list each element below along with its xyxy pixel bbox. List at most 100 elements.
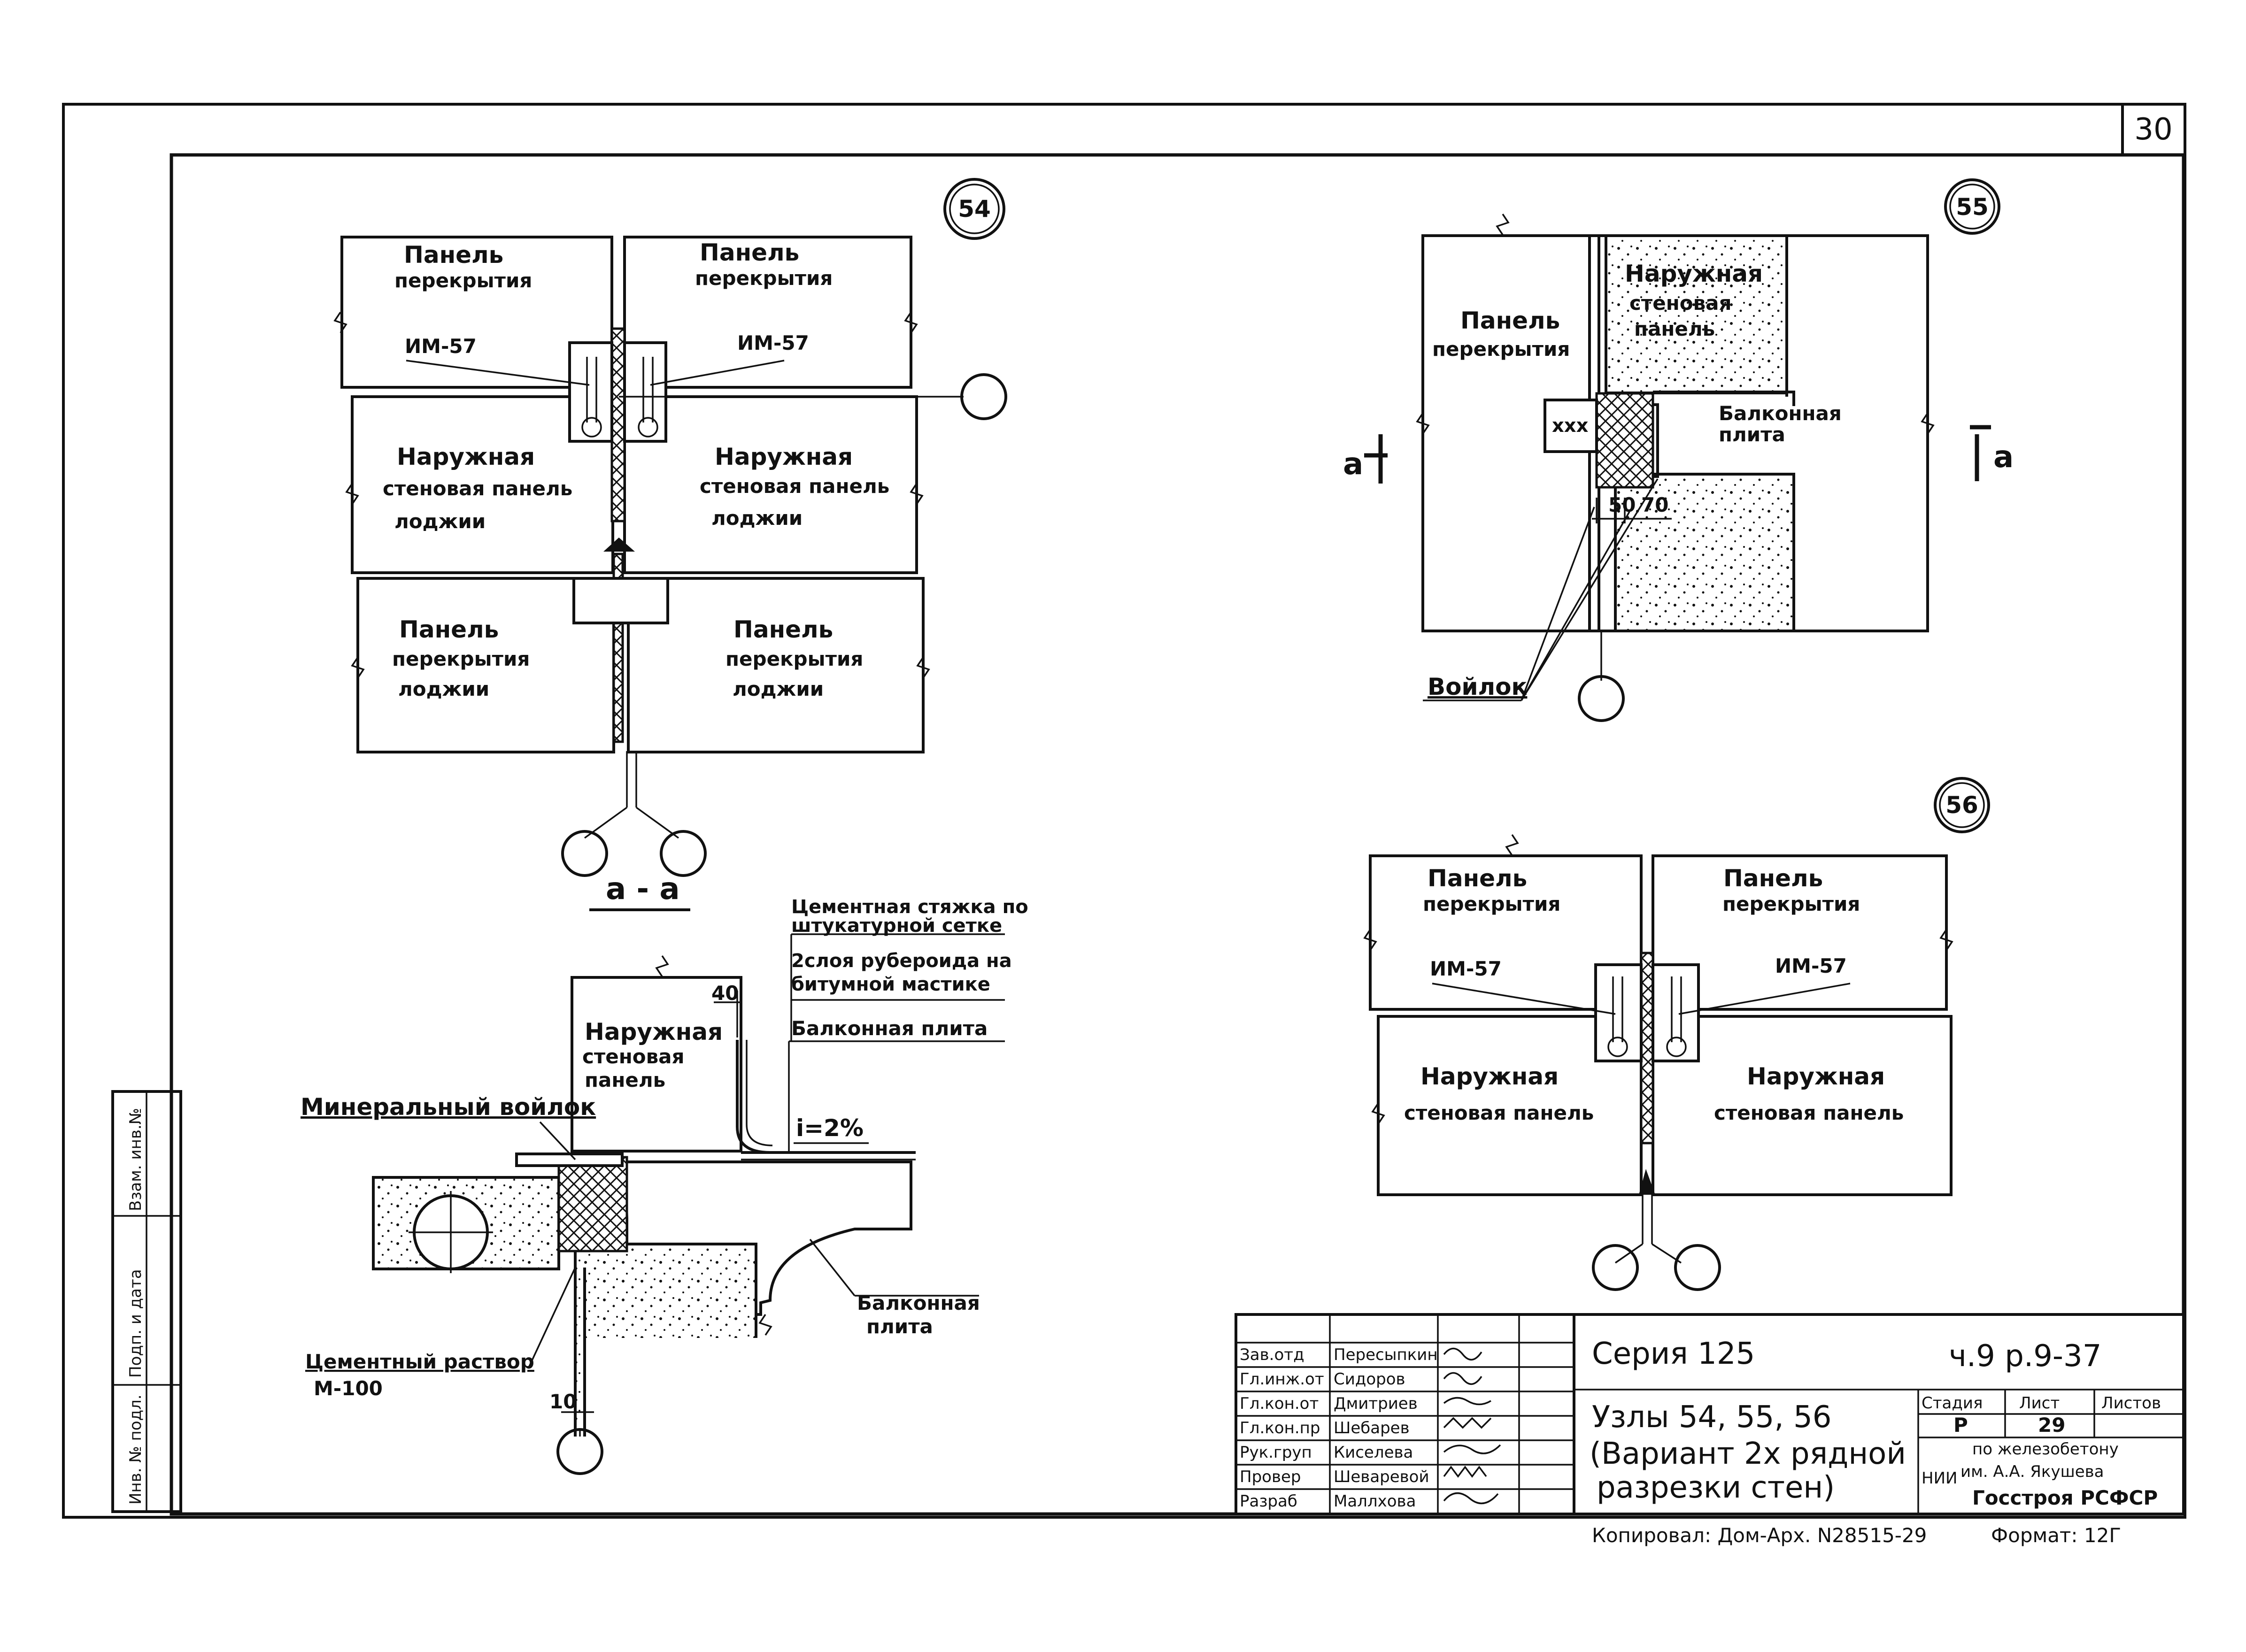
n56-slab-right-1: Панель bbox=[1723, 865, 1823, 892]
tb-name-2: Дмитриев bbox=[1334, 1394, 1418, 1413]
footer-format: Формат: 12Г bbox=[1991, 1524, 2121, 1547]
tb-org-1: по железобетону bbox=[1972, 1440, 2119, 1459]
section-mineral-felt: Минеральный войлок bbox=[301, 1093, 596, 1121]
tb-sheet-header: Лист bbox=[2019, 1394, 2060, 1413]
n54-anchor-right: ИМ-57 bbox=[737, 331, 809, 354]
section-roofing-1: 2слоя рубероида на bbox=[791, 950, 1012, 972]
node-56-number: 56 bbox=[1945, 791, 1978, 819]
section-a-a: а - а 40 i=2% Балконная плита bbox=[301, 872, 1028, 1475]
n54-wall-right-2: стеновая панель bbox=[700, 475, 889, 498]
n54-wall-right-1: Наружная bbox=[715, 443, 853, 470]
section-screed-2: штукатурной сетке bbox=[791, 915, 1002, 937]
side-stamp-inv: Инв. № подл. bbox=[126, 1394, 145, 1505]
n55-slab-2: перекрытия bbox=[1432, 338, 1570, 361]
tb-name-6: Маллхова bbox=[1334, 1492, 1416, 1511]
tb-sheets-header: Листов bbox=[2101, 1394, 2161, 1413]
tb-role-0: Зав.отд bbox=[1240, 1345, 1304, 1364]
n54-slab-left-2: перекрытия bbox=[394, 269, 532, 292]
n55-felt: Войлок bbox=[1428, 673, 1527, 700]
n56-slab-right-2: перекрытия bbox=[1722, 892, 1860, 915]
n56-wall-right-1: Наружная bbox=[1747, 1063, 1885, 1090]
n55-slab-1: Панель bbox=[1460, 307, 1560, 334]
footer-copied: Копировал: Дом-Арх. N28515-29 bbox=[1592, 1524, 1927, 1547]
section-slab-top: Балконная плита bbox=[791, 1017, 988, 1040]
tb-stage-header: Стадия bbox=[1922, 1394, 1983, 1413]
n55-dim-70: 70 bbox=[1641, 493, 1668, 516]
tb-role-3: Гл.кон.пр bbox=[1240, 1419, 1320, 1437]
n56-wall-left-2: стеновая панель bbox=[1404, 1101, 1594, 1124]
section-screed-1: Цементная стяжка по bbox=[791, 896, 1028, 918]
n54-floor-left-2: перекрытия bbox=[392, 647, 530, 670]
side-stamp-date: Подп. и дата bbox=[126, 1269, 145, 1378]
tb-name-4: Киселева bbox=[1334, 1443, 1413, 1462]
n55-section-right: а bbox=[1993, 440, 2014, 475]
n54-wall-left-2: стеновая панель bbox=[383, 477, 572, 500]
n54-slab-right-2: перекрытия bbox=[695, 267, 833, 290]
sheet-number: 30 bbox=[2134, 112, 2172, 147]
sheet-frame bbox=[62, 103, 2186, 1519]
n55-anchor-glyph: xxx bbox=[1552, 415, 1589, 437]
tb-role-5: Провер bbox=[1240, 1468, 1301, 1486]
n54-floor-left-3: лоджии bbox=[398, 677, 489, 700]
tb-title-2: (Вариант 2х рядной bbox=[1590, 1437, 1906, 1471]
n55-dim-50: 50 bbox=[1608, 493, 1636, 516]
n56-wall-left-1: Наружная bbox=[1420, 1063, 1559, 1090]
n54-wall-right-3: лоджии bbox=[711, 507, 803, 530]
section-mortar-2: М-100 bbox=[314, 1377, 383, 1400]
n54-wall-left-3: лоджии bbox=[394, 510, 486, 533]
section-wall-2: стеновая bbox=[582, 1045, 685, 1068]
n54-floor-right-3: лоджии bbox=[733, 677, 824, 700]
section-dim-10: 10 bbox=[549, 1390, 577, 1413]
section-roofing-2: битумной мастике bbox=[791, 974, 990, 995]
tb-name-5: Шеваревой bbox=[1334, 1468, 1429, 1486]
tb-org-prefix: НИИ bbox=[1922, 1469, 1957, 1488]
n54-floor-left-1: Панель bbox=[399, 616, 499, 643]
tb-sheet: 29 bbox=[2038, 1414, 2065, 1437]
tb-role-6: Разраб bbox=[1240, 1492, 1297, 1511]
tb-name-3: Шебарев bbox=[1334, 1419, 1410, 1437]
section-balcony-1: Балконная bbox=[857, 1291, 980, 1314]
section-mortar-1: Цементный раствор bbox=[305, 1350, 534, 1373]
section-wall-1: Наружная bbox=[585, 1018, 723, 1045]
tb-name-1: Сидоров bbox=[1334, 1370, 1405, 1389]
tb-title-3: разрезки стен) bbox=[1597, 1470, 1835, 1505]
n56-slab-left-2: перекрытия bbox=[1423, 892, 1560, 915]
tb-name-0: Пересыпкин bbox=[1334, 1345, 1438, 1364]
n56-anchor-left: ИМ-57 bbox=[1430, 957, 1502, 980]
node-56: 56 Панель перекрытия Панель перекрытия И… bbox=[1363, 777, 1990, 1291]
n56-anchor-right: ИМ-57 bbox=[1775, 954, 1847, 977]
n56-wall-right-2: стеновая панель bbox=[1714, 1101, 1904, 1124]
tb-role-1: Гл.инж.от bbox=[1240, 1370, 1324, 1389]
n54-slab-right-1: Панель bbox=[700, 239, 799, 266]
section-dim-40: 40 bbox=[711, 982, 739, 1005]
tb-role-4: Рук.груп bbox=[1240, 1443, 1312, 1462]
node-55-number: 55 bbox=[1956, 193, 1989, 221]
n54-wall-left-1: Наружная bbox=[397, 443, 535, 470]
tb-part: ч.9 р.9-37 bbox=[1949, 1339, 2101, 1374]
n55-wall-2: стеновая bbox=[1629, 292, 1732, 315]
n54-floor-right-1: Панель bbox=[733, 616, 833, 643]
n55-wall-1: Наружная bbox=[1625, 260, 1763, 287]
signatures bbox=[1443, 1347, 1501, 1505]
tb-series: Серия 125 bbox=[1592, 1337, 1755, 1371]
tb-role-2: Гл.кон.от bbox=[1240, 1394, 1319, 1413]
node-54: 54 Панель bbox=[333, 178, 1007, 877]
node-54-number: 54 bbox=[958, 195, 991, 223]
n54-slab-left-1: Панель bbox=[404, 241, 503, 269]
n56-slab-left-1: Панель bbox=[1428, 865, 1527, 892]
side-stamp: Инв. № подл. Подп. и дата Взам. инв.№ bbox=[111, 1090, 182, 1513]
n55-balcony-1: Балконная bbox=[1719, 402, 1842, 425]
section-wall-3: панель bbox=[585, 1068, 665, 1091]
n55-balcony-2: плита bbox=[1719, 423, 1785, 446]
section-slope: i=2% bbox=[796, 1114, 864, 1142]
section-balcony-2: плита bbox=[866, 1315, 933, 1338]
tb-org-2: им. А.А. Якушева bbox=[1960, 1462, 2104, 1481]
node-55: 55 xxx а а 50 70 Панель пе bbox=[1343, 178, 2014, 722]
title-block: Зав.отд Гл.инж.от Гл.кон.от Гл.кон.пр Ру… bbox=[1235, 1313, 2185, 1515]
n54-floor-right-2: перекрытия bbox=[726, 647, 863, 670]
side-stamp-replace: Взам. инв.№ bbox=[126, 1108, 145, 1211]
n55-wall-3: панель bbox=[1634, 317, 1715, 340]
n55-section-left: а bbox=[1343, 447, 1363, 482]
tb-title-1: Узлы 54, 55, 56 bbox=[1592, 1400, 1832, 1435]
